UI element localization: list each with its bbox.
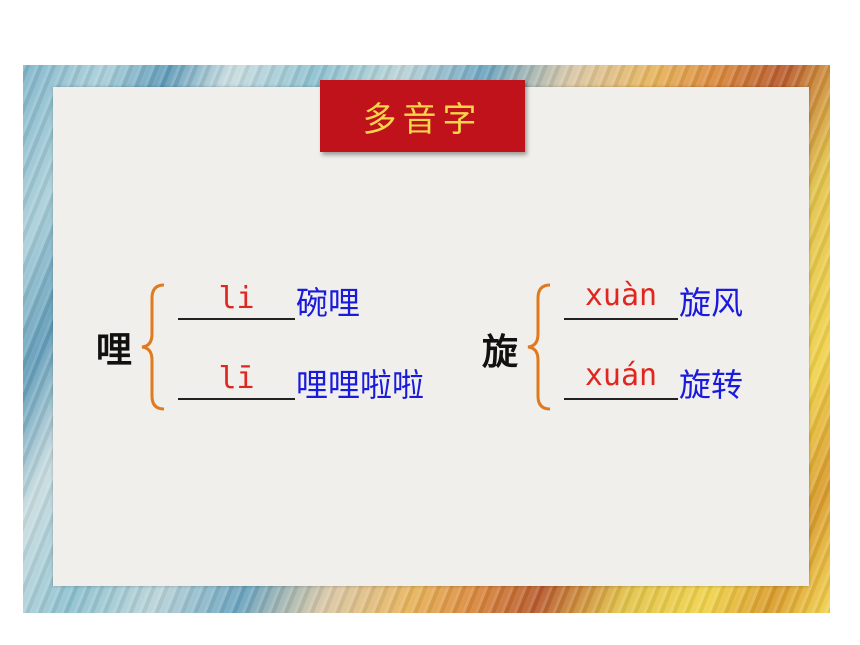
example-word-1: 碗哩 [296, 284, 361, 322]
pinyin-answer-2: lī [218, 361, 255, 396]
example-word-3: 旋风 [679, 284, 744, 322]
pinyin-answer-3: xuàn [584, 278, 658, 313]
pinyin-answer-4: xuán [584, 358, 658, 393]
answer-blank-2 [178, 398, 295, 400]
polyphone-char-2: 旋 [482, 331, 519, 373]
curly-brace-icon [527, 283, 551, 411]
pinyin-answer-1: li [218, 281, 255, 316]
example-word-2: 哩哩啦啦 [296, 366, 425, 404]
example-word-4: 旋转 [679, 366, 744, 404]
curly-brace-icon [141, 283, 165, 411]
slide-title: 多音字 [362, 99, 483, 140]
paper-panel [53, 87, 809, 586]
polyphone-char-1: 哩 [96, 329, 133, 371]
answer-blank-1 [178, 318, 295, 320]
title-banner: 多音字 [320, 80, 525, 152]
answer-blank-3 [564, 318, 678, 320]
answer-blank-4 [564, 398, 678, 400]
